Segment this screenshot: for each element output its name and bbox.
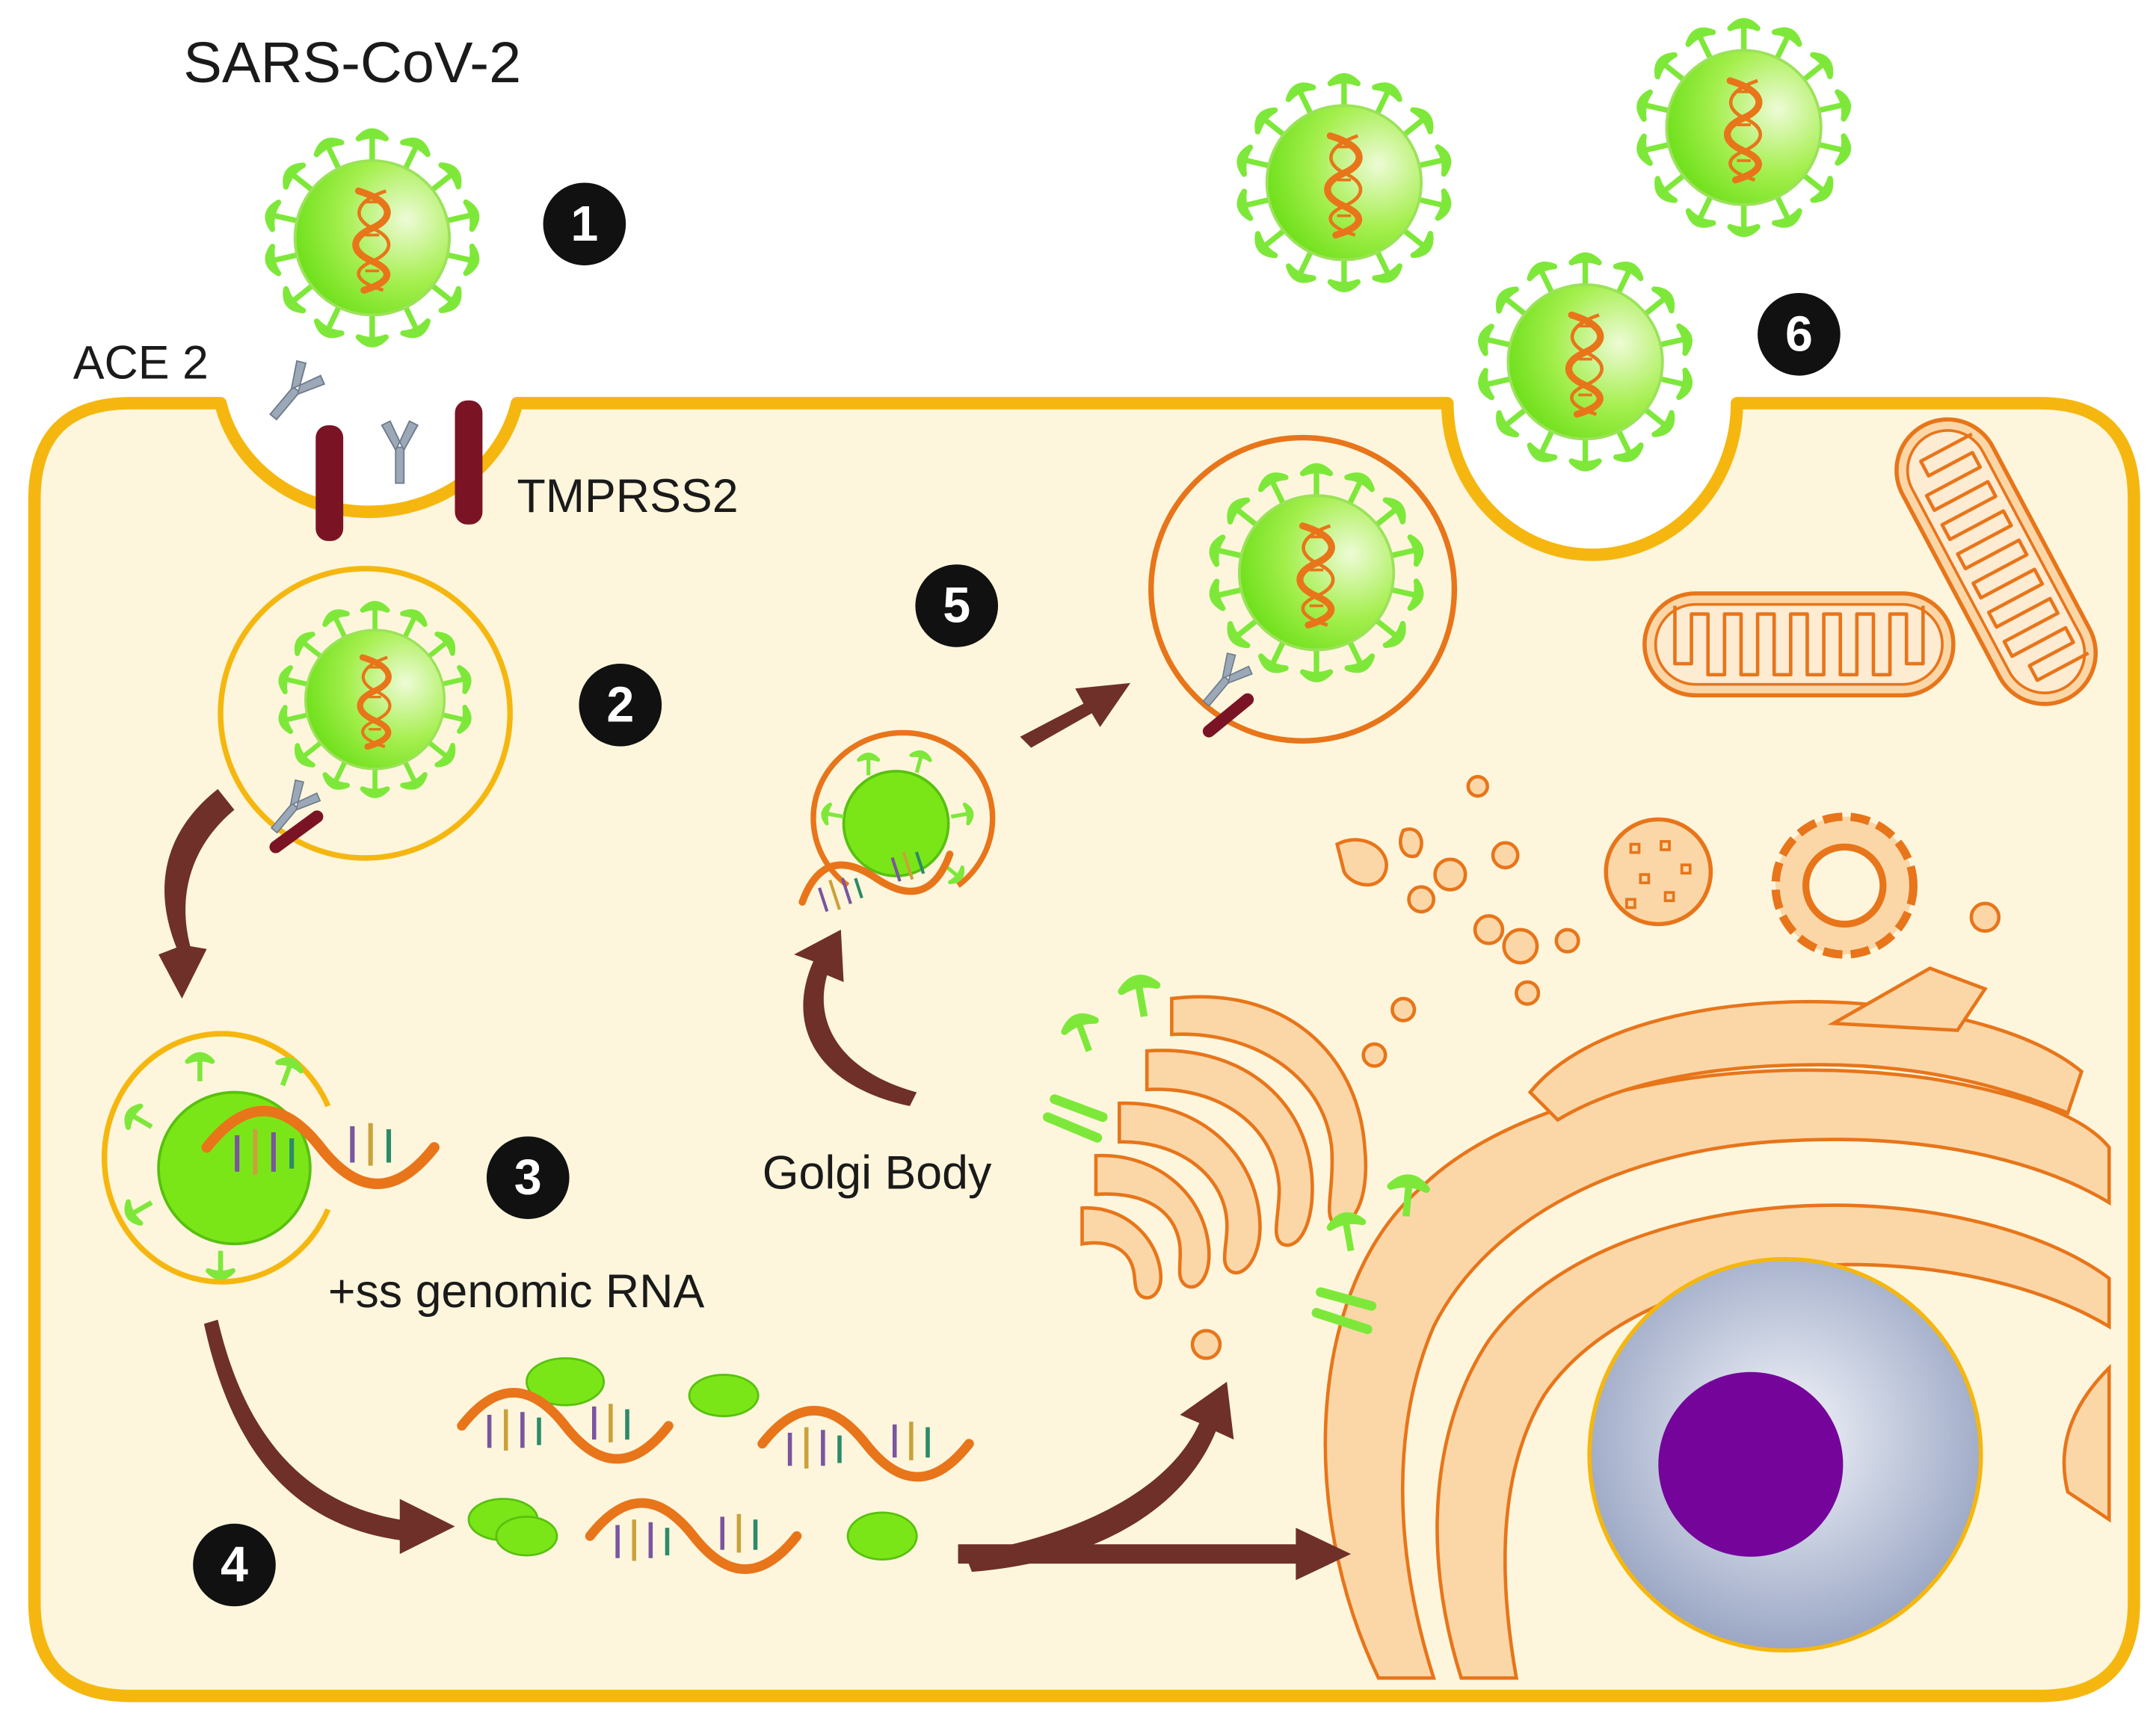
svg-text:4: 4 bbox=[221, 1537, 248, 1593]
virus-label: SARS-CoV-2 bbox=[183, 31, 521, 95]
viral-protein-icon bbox=[1042, 975, 1427, 1335]
ace2-receptor-icon bbox=[259, 357, 328, 430]
step-badge-6: 6 bbox=[1758, 292, 1841, 376]
svg-text:3: 3 bbox=[514, 1150, 542, 1206]
endosome bbox=[218, 566, 513, 861]
golgi-label: Golgi Body bbox=[763, 1147, 992, 1200]
step-badge-2: 2 bbox=[579, 663, 662, 747]
protease-label: TMPRSS2 bbox=[517, 470, 738, 522]
receptor-label: ACE 2 bbox=[73, 336, 209, 389]
ribosome-icon bbox=[467, 1357, 918, 1561]
vesicle-icon bbox=[1190, 774, 2001, 1360]
assembly-vesicle bbox=[795, 729, 996, 925]
svg-text:6: 6 bbox=[1785, 306, 1813, 362]
mitochondrion-icon bbox=[1645, 593, 1953, 695]
rna-label: +ss genomic RNA bbox=[328, 1265, 705, 1318]
step-badge-5: 5 bbox=[915, 564, 999, 647]
nucleus-icon bbox=[1587, 1256, 1983, 1653]
virus-particle-icon bbox=[1236, 76, 1451, 290]
svg-text:2: 2 bbox=[606, 677, 634, 732]
svg-text:1: 1 bbox=[570, 197, 598, 252]
mature-virion-vesicle bbox=[1148, 434, 1458, 744]
ace2-receptor-icon bbox=[381, 420, 419, 484]
virus-particle-icon bbox=[1636, 21, 1851, 235]
centriole-icon bbox=[1771, 812, 1918, 959]
arrow-icon bbox=[158, 682, 1352, 1581]
golgi-body-icon bbox=[1080, 995, 1368, 1300]
step-badge-4: 4 bbox=[193, 1523, 276, 1607]
tmprss2-protease-icon bbox=[315, 425, 344, 541]
step-badge-3: 3 bbox=[486, 1136, 570, 1220]
virus-particle-icon bbox=[265, 131, 479, 345]
step-badge-1: 1 bbox=[543, 182, 626, 266]
lysosome-icon bbox=[1604, 817, 1713, 927]
tmprss2-protease-icon bbox=[455, 400, 483, 525]
svg-text:5: 5 bbox=[943, 578, 970, 634]
virus-particle-icon bbox=[1478, 255, 1693, 469]
nucleolus bbox=[1658, 1371, 1844, 1557]
uncoating-vesicle bbox=[101, 1031, 434, 1285]
endoplasmic-reticulum-icon bbox=[1323, 966, 2111, 1680]
